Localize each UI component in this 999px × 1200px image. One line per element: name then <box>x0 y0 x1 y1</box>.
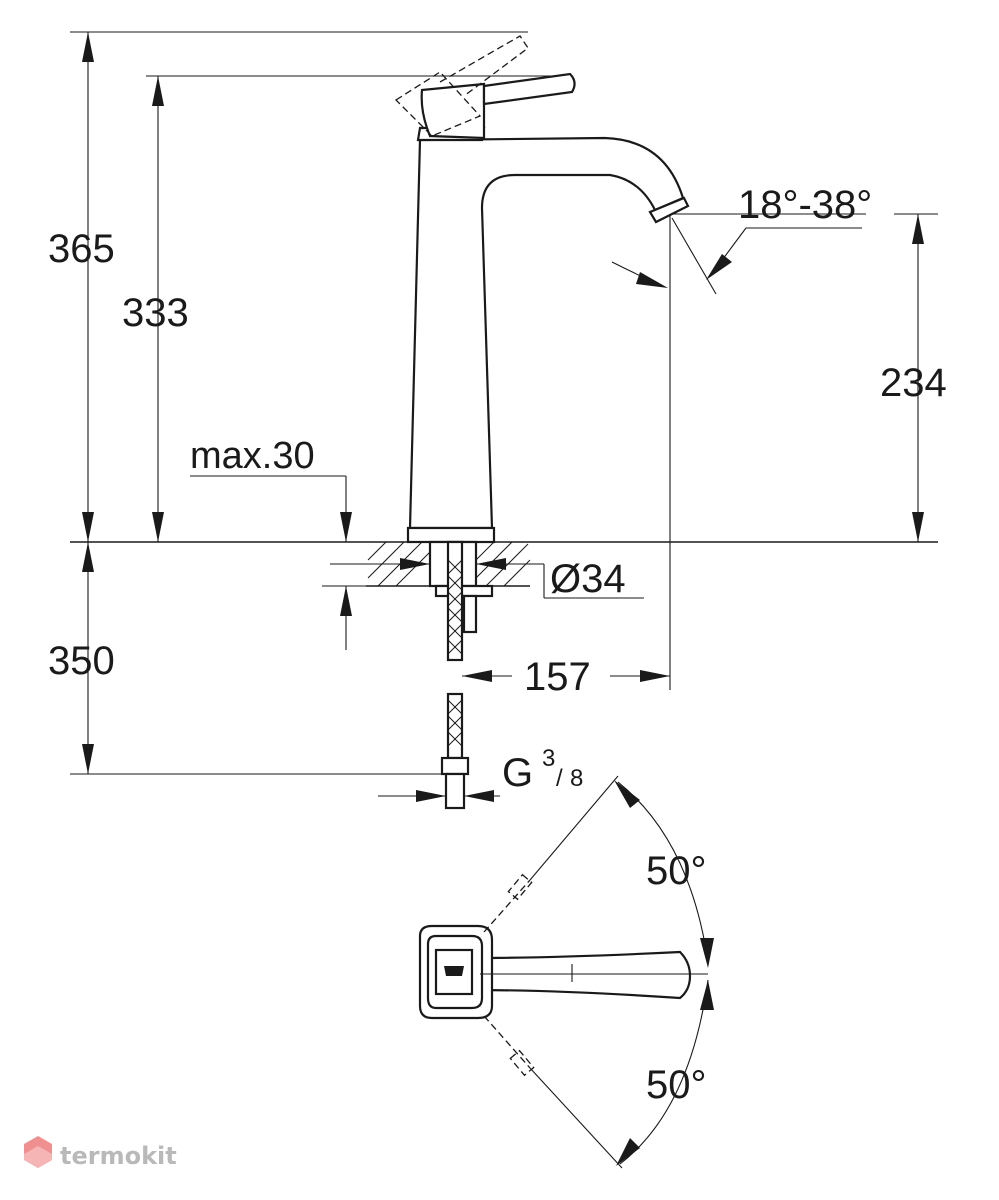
hose-braid-lower <box>447 699 463 747</box>
faucet-top-view <box>418 775 714 1169</box>
supply-hose-lower <box>446 692 464 760</box>
supply-hose-upper <box>446 540 464 662</box>
dim-lever-angle-bottom: 50° <box>646 1063 707 1107</box>
dim-spout-height: 234 <box>880 361 947 405</box>
faucet-body <box>408 136 685 530</box>
logo-mark-icon <box>444 966 464 976</box>
dim-below-deck: 350 <box>48 639 115 683</box>
dim-total-height: 365 <box>48 227 115 271</box>
watermark-brand: termokit <box>60 1142 177 1170</box>
deck-hatch-right <box>475 541 531 587</box>
lever-raised-handle <box>439 35 529 97</box>
lever-right-rotated <box>483 1015 531 1069</box>
mounting-nut <box>434 584 494 598</box>
dim-connection-num: 3 <box>542 745 555 772</box>
dim-spout-angle: 18°-38° <box>738 183 872 227</box>
dim-max-deck: max.30 <box>190 435 315 477</box>
faucet-side-view <box>394 35 690 544</box>
lever-left-rotated <box>483 879 531 933</box>
threaded-rod <box>462 594 478 634</box>
aerator <box>648 196 690 224</box>
dim-connection-den: 8 <box>570 765 583 792</box>
base-plate <box>406 526 496 544</box>
watermark: termokit <box>24 1136 177 1170</box>
dim-connection: G <box>502 751 533 795</box>
hose-fitting <box>440 756 470 776</box>
dim-reach: 157 <box>524 655 591 699</box>
dim-connection-slash: / <box>556 765 563 792</box>
lever-raised-outline <box>394 71 482 137</box>
dim-hole-diameter: Ø34 <box>550 557 626 601</box>
dim-lever-angle-top: 50° <box>646 849 707 893</box>
lever-handle <box>482 72 576 106</box>
top-lever-arm <box>468 950 692 1000</box>
dimension-lines <box>70 31 938 802</box>
lever <box>420 82 486 140</box>
dim-lever-height: 333 <box>122 291 189 335</box>
dim-connection-main: G <box>502 751 533 795</box>
hose-end <box>444 772 466 810</box>
hose-braid-upper <box>447 559 463 655</box>
